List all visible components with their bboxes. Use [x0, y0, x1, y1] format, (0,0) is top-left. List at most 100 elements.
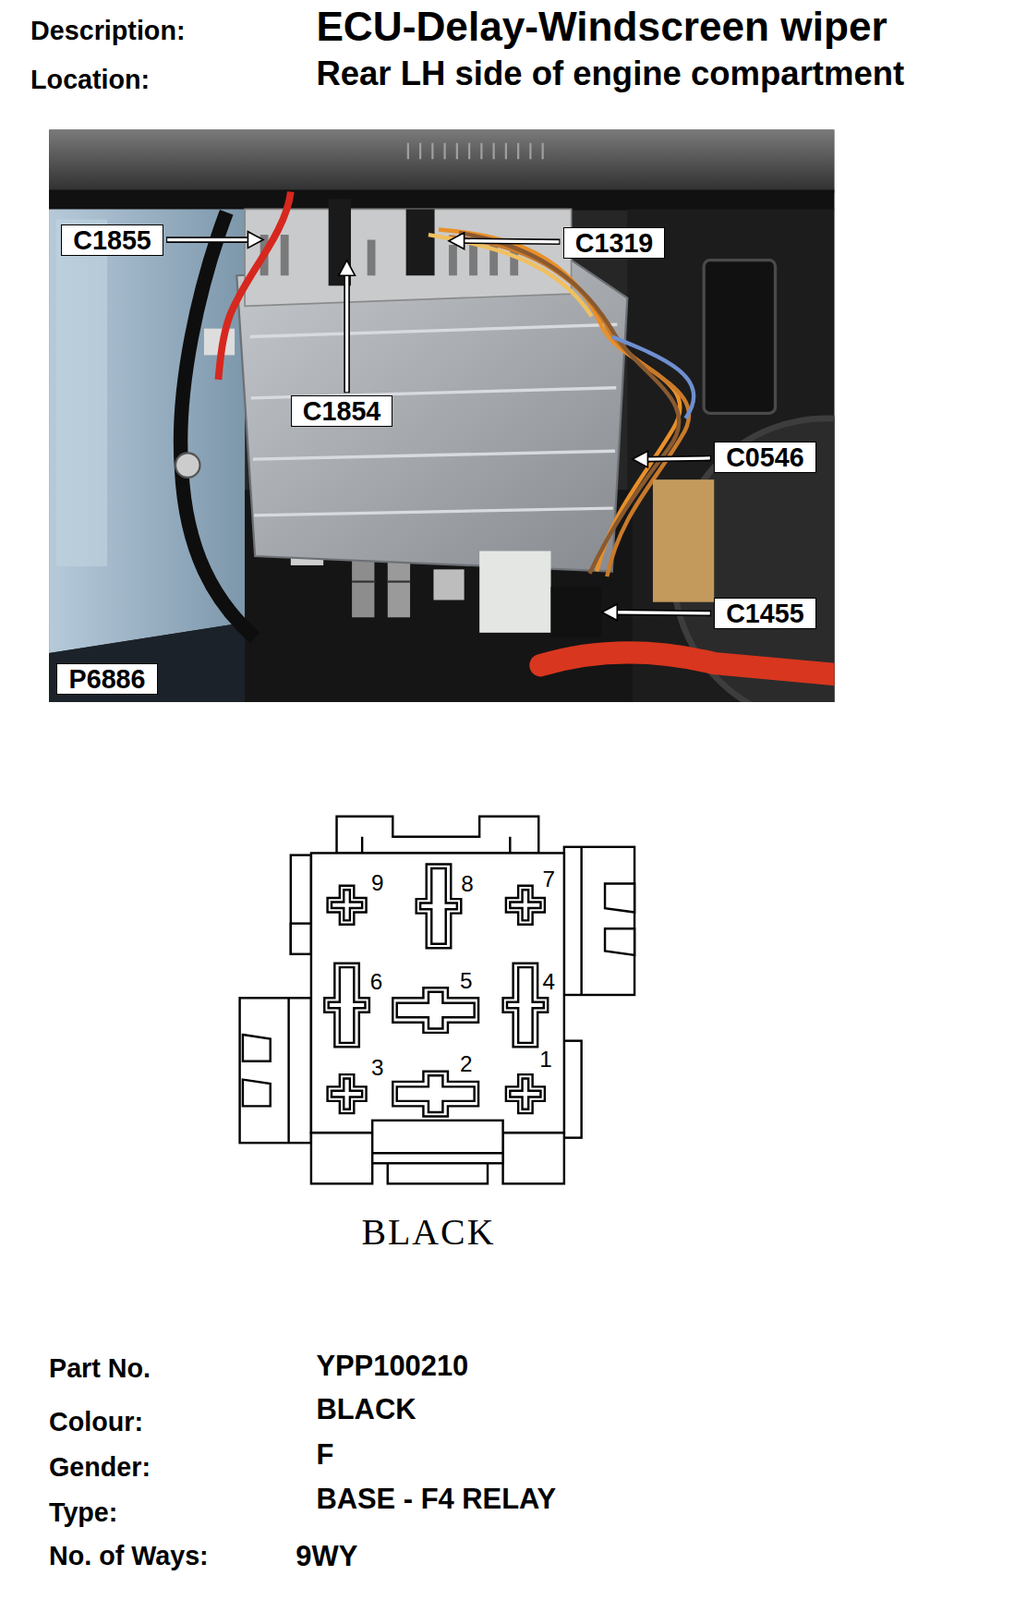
pin-number: 7: [543, 866, 556, 893]
engine-photo: [406, 208, 435, 276]
engine-photo: [469, 244, 478, 276]
callout-box: C1319: [563, 227, 666, 259]
engine-photo: [351, 580, 375, 583]
relay-base-outline: [506, 885, 545, 925]
relay-base-outline: [372, 1120, 503, 1163]
engine-photo: [517, 143, 520, 160]
connector-code: C1319: [572, 228, 657, 258]
callout-box: C0546: [713, 441, 817, 473]
field-value: 9WY: [295, 1539, 358, 1573]
field-name: Description:: [30, 15, 185, 47]
relay-base-outline: [290, 923, 312, 954]
relay-base-outline: [327, 1074, 367, 1113]
engine-photo: [458, 232, 679, 574]
pin-number: 3: [371, 1054, 385, 1081]
connector-code: C1854: [300, 396, 385, 426]
relay-base-outline: [579, 846, 582, 995]
engine-photo: [367, 240, 376, 277]
field-name: Part No.: [48, 1352, 151, 1384]
connector-code: C1455: [723, 598, 808, 628]
field-name: No. of Ways:: [48, 1540, 209, 1571]
engine-photo: [407, 143, 410, 160]
pin-number: 2: [459, 1050, 473, 1077]
engine-photo: [253, 450, 616, 459]
relay-base-outline: [242, 1079, 271, 1107]
relay-base-outline: [327, 885, 367, 925]
relay-base-outline: [564, 1040, 582, 1138]
callout-box: P6886: [56, 663, 159, 695]
engine-photo: [175, 452, 201, 478]
engine-photo: [419, 143, 422, 160]
pin-number: 9: [371, 869, 385, 896]
field-value: ECU-Delay-Windscreen wiper: [315, 3, 887, 51]
engine-photo: [250, 324, 618, 516]
field-name: Colour:: [48, 1406, 144, 1437]
leader-arrows: [338, 260, 356, 394]
engine-photo: [56, 218, 108, 567]
leader-arrows: [247, 231, 264, 249]
engine-photo: [48, 129, 835, 193]
pin-number: 8: [460, 870, 474, 897]
pin-number: 6: [370, 968, 384, 995]
leader-arrows: [461, 241, 559, 242]
relay-base-outline: [311, 1132, 373, 1183]
connector-code: C1855: [70, 225, 155, 255]
relay-base-outline: [416, 864, 462, 949]
leader-arrows: [167, 238, 252, 242]
engine-photo: [280, 234, 290, 276]
relay-base-outline: [503, 1132, 565, 1183]
engine-photo: [612, 337, 694, 419]
engine-photo: [493, 143, 495, 160]
engine-photo: [48, 129, 835, 702]
pin-number: 5: [459, 967, 473, 994]
engine-photo: [433, 568, 464, 600]
leader-arrows: [632, 450, 712, 468]
field-value: YPP100210: [315, 1349, 469, 1383]
relay-base-outline: [564, 846, 635, 995]
relay-base-outline: [506, 1074, 545, 1113]
relay-base-outline: [508, 836, 511, 854]
engine-photo: [529, 143, 532, 160]
pin-number: 4: [543, 968, 556, 995]
relay-base-outline: [392, 987, 479, 1033]
engine-photo: [236, 260, 628, 572]
field-value: BASE - F4 RELAY: [315, 1482, 556, 1516]
leader-arrows: [448, 232, 465, 250]
relay-base-outline: [392, 1071, 479, 1117]
engine-photo: [652, 479, 714, 603]
engine-photo: [444, 143, 447, 160]
relay-base-outline: [240, 816, 635, 1184]
relay-base-outline: [311, 852, 565, 1133]
engine-photo: [468, 143, 471, 160]
leader-arrows: [602, 603, 712, 621]
leader-arrows: [338, 260, 356, 277]
relay-base-outline: [387, 1162, 488, 1183]
field-name: Type:: [48, 1496, 118, 1528]
relay-base-outline: [290, 855, 312, 954]
callout-box: C1855: [60, 224, 164, 256]
relay-base-outline: [361, 836, 363, 854]
relay-base-outline: [287, 997, 290, 1143]
leader-arrows: [632, 450, 649, 468]
engine-photo: [456, 143, 459, 160]
engine-photo: [387, 580, 411, 583]
pin-number: 1: [539, 1046, 553, 1073]
field-name: Gender:: [48, 1451, 151, 1483]
engine-photo: [250, 324, 618, 337]
relay-base-outline: [240, 997, 312, 1143]
relay-base-outline: [604, 928, 635, 955]
callout-box: C1455: [713, 597, 817, 629]
leader-arrows: [345, 273, 349, 392]
engine-photo: [542, 143, 544, 160]
engine-photo: [448, 244, 458, 276]
relay-base-outline: [503, 963, 549, 1048]
field-name: Location:: [30, 64, 150, 96]
relay-base-outline: [242, 1034, 271, 1062]
relay-base-outline: [372, 1151, 503, 1154]
relay-base-outline: [324, 963, 370, 1048]
connector-code: P6886: [65, 663, 150, 694]
relay-base-outline: [604, 883, 635, 913]
connector-colour: BLACK: [362, 1211, 496, 1255]
engine-photo: [48, 129, 835, 702]
